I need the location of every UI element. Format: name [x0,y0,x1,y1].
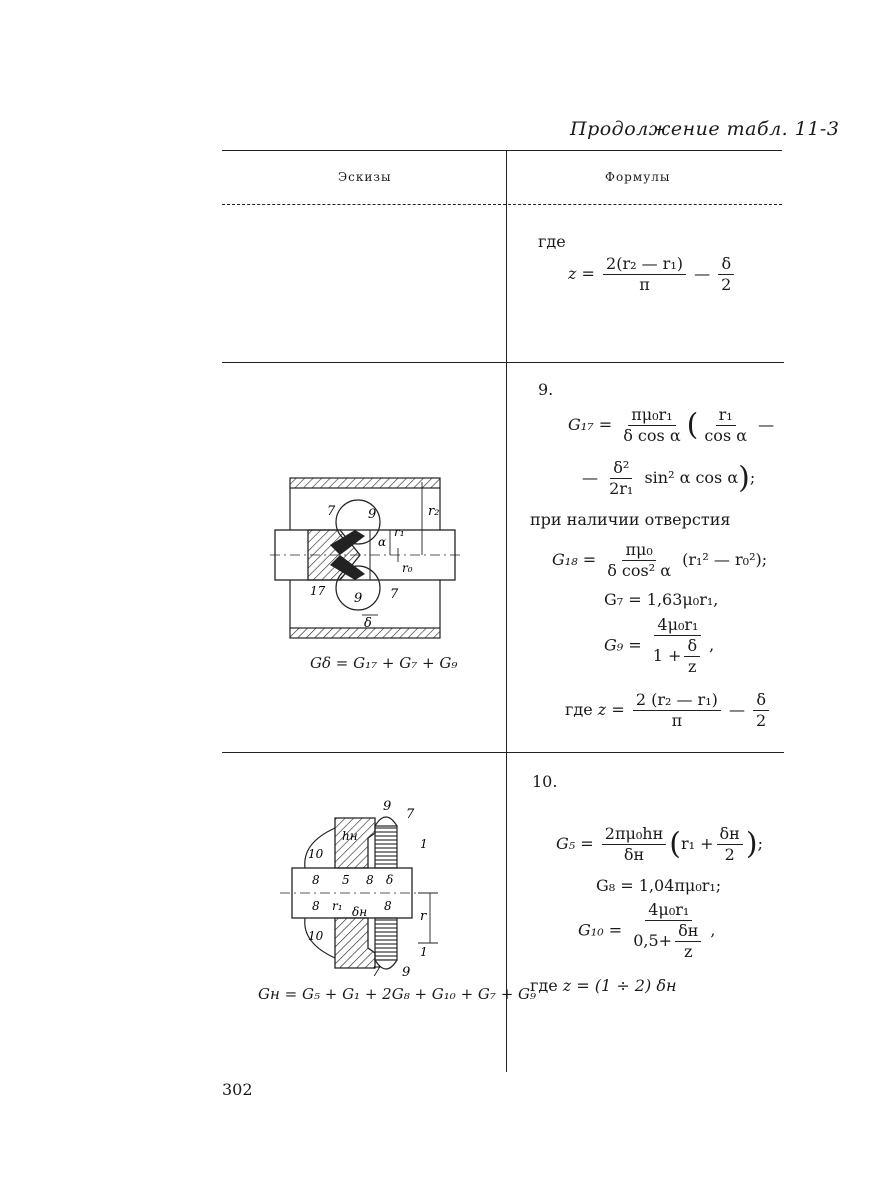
sketch-9-caption: Gδ = G₁₇ + G₇ + G₉ [310,654,458,672]
continuation-title: Продолжение табл. 11-3 [570,118,840,140]
svg-text:r₂: r₂ [428,504,439,519]
svg-text:5: 5 [342,873,350,887]
svg-text:hн: hн [342,829,358,843]
svg-text:7: 7 [372,965,381,980]
svg-text:8: 8 [384,899,392,913]
svg-text:δн: δн [352,905,367,919]
svg-text:7: 7 [327,504,336,519]
header-bottom-rule [222,204,782,205]
svg-text:9: 9 [383,799,391,814]
row1-bottom-rule [222,362,784,363]
svg-text:9: 9 [368,507,376,522]
svg-text:17: 17 [310,584,326,598]
svg-text:9: 9 [402,965,410,980]
table-top-rule [222,150,782,151]
svg-text:7: 7 [406,807,415,822]
row3-z-formula: где z = (1 ÷ 2) δн [530,976,677,995]
row2-bottom-rule [222,752,784,753]
svg-text:8: 8 [312,899,320,913]
svg-text:r₁: r₁ [394,525,405,539]
sketch-9-drawing: 7 9 r₂ r₁ α r₀ 17 9 7 δ [270,477,460,639]
row2-number: 9. [538,380,554,399]
svg-text:8: 8 [366,873,374,887]
svg-text:δ: δ [386,873,393,887]
column-divider [506,150,507,1072]
column-header-sketches: Эскизы [338,170,392,184]
sketch-10-drawing: 9 7 hн 10 1 8 5 8 δ 8 r₁ δн 8 r 10 1 7 9 [280,799,440,980]
row1-where: где [538,232,566,251]
svg-text:10: 10 [308,847,324,861]
sketch-10-caption: Gн = G₅ + G₁ + 2G₈ + G₁₀ + G₇ + G₉ [258,985,537,1003]
svg-text:9: 9 [354,591,362,606]
page-number: 302 [222,1080,253,1099]
svg-text:1: 1 [420,945,428,959]
svg-text:7: 7 [390,587,399,602]
svg-text:1: 1 [420,837,428,851]
row3-number: 10. [532,772,558,791]
svg-text:10: 10 [308,929,324,943]
column-header-formulas: Формулы [605,170,671,184]
g8-formula: G₈ = 1,04πμ₀r₁; [596,876,722,895]
g7-formula: G₇ = 1,63μ₀r₁, [604,590,719,609]
svg-text:r: r [420,909,427,924]
svg-text:r₁: r₁ [332,899,343,913]
svg-text:8: 8 [312,873,320,887]
svg-text:δ: δ [364,616,372,631]
svg-text:r₀: r₀ [402,561,413,575]
hole-condition-text: при наличии отверстия [530,510,731,529]
svg-text:α: α [378,535,386,549]
